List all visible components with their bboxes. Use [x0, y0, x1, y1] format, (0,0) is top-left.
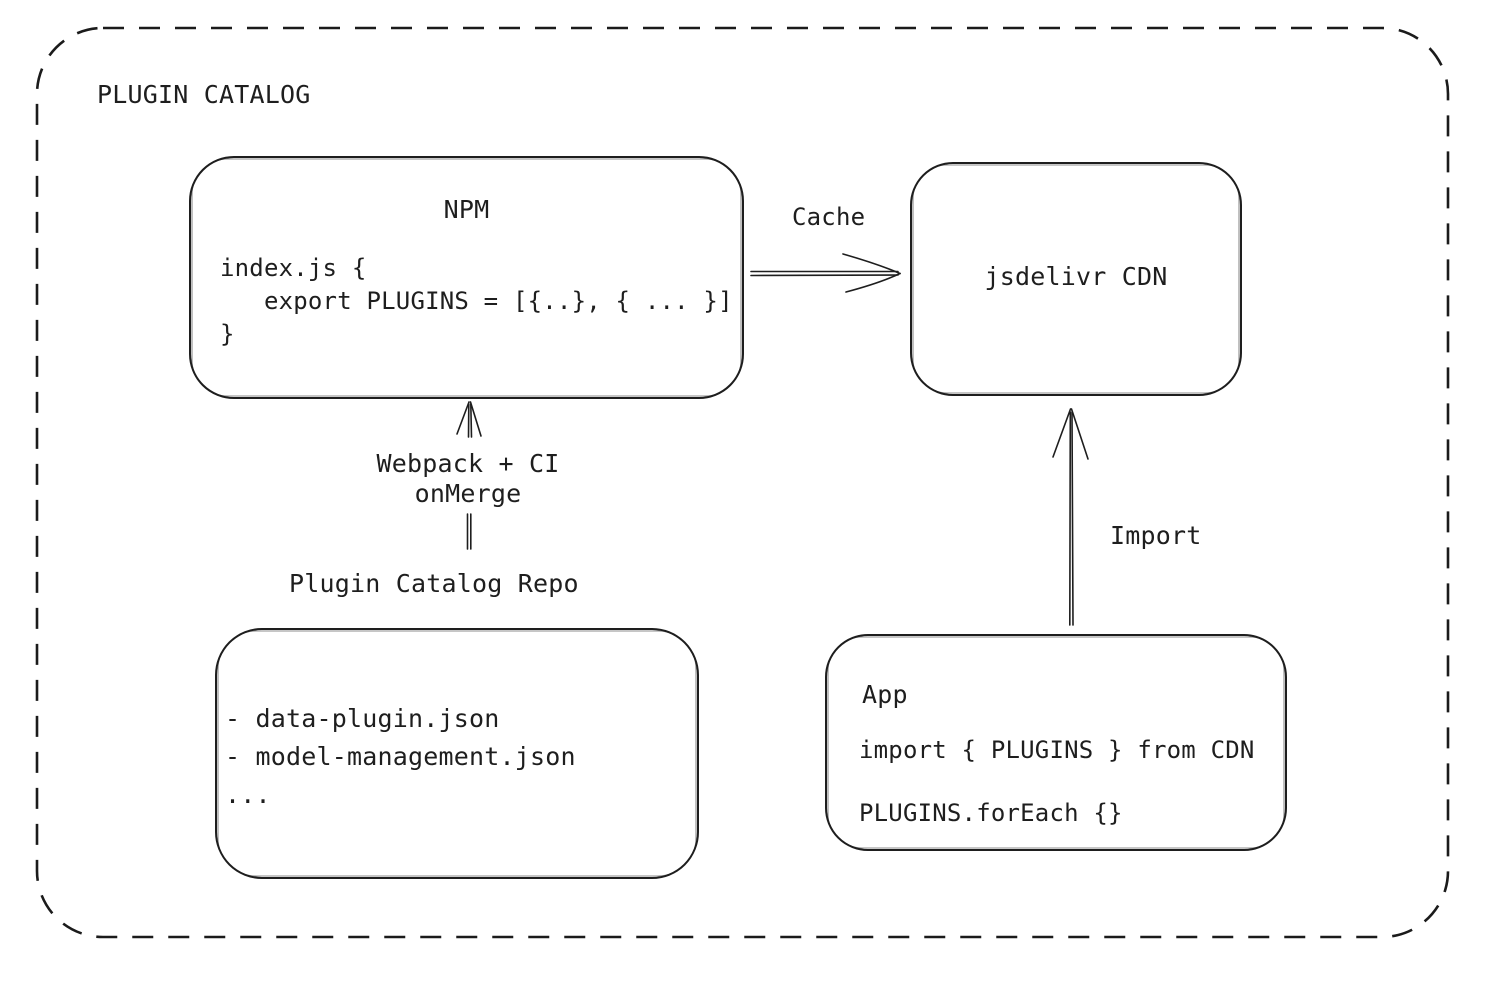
cache-arrow — [750, 253, 901, 293]
app-box — [825, 634, 1287, 851]
app-box-title: App — [862, 680, 908, 709]
app-import-statement: import { PLUGINS } from CDN — [859, 736, 1255, 764]
cdn-box — [910, 162, 1242, 396]
npm-code-snippet: index.js { export PLUGINS = [{..}, { ...… — [220, 254, 733, 348]
cdn-box-label: jsdelivr CDN — [984, 262, 1168, 291]
import-arrow — [1052, 408, 1089, 626]
build-arrow-label: Webpack + CI onMerge — [376, 449, 560, 508]
repo-box-label: Plugin Catalog Repo — [289, 569, 579, 598]
npm-box-title: NPM — [443, 195, 490, 224]
npm-box — [189, 156, 744, 399]
catalog-boundary-frame — [35, 26, 1450, 939]
import-arrow-label: Import — [1110, 521, 1202, 550]
build-arrow — [456, 401, 482, 550]
app-foreach-statement: PLUGINS.forEach {} — [859, 799, 1123, 827]
diagram-title: PLUGIN CATALOG — [97, 80, 311, 109]
repo-file-list: - data-plugin.json - model-management.js… — [225, 704, 576, 809]
cache-arrow-label: Cache — [792, 203, 866, 231]
repo-box — [215, 628, 699, 879]
